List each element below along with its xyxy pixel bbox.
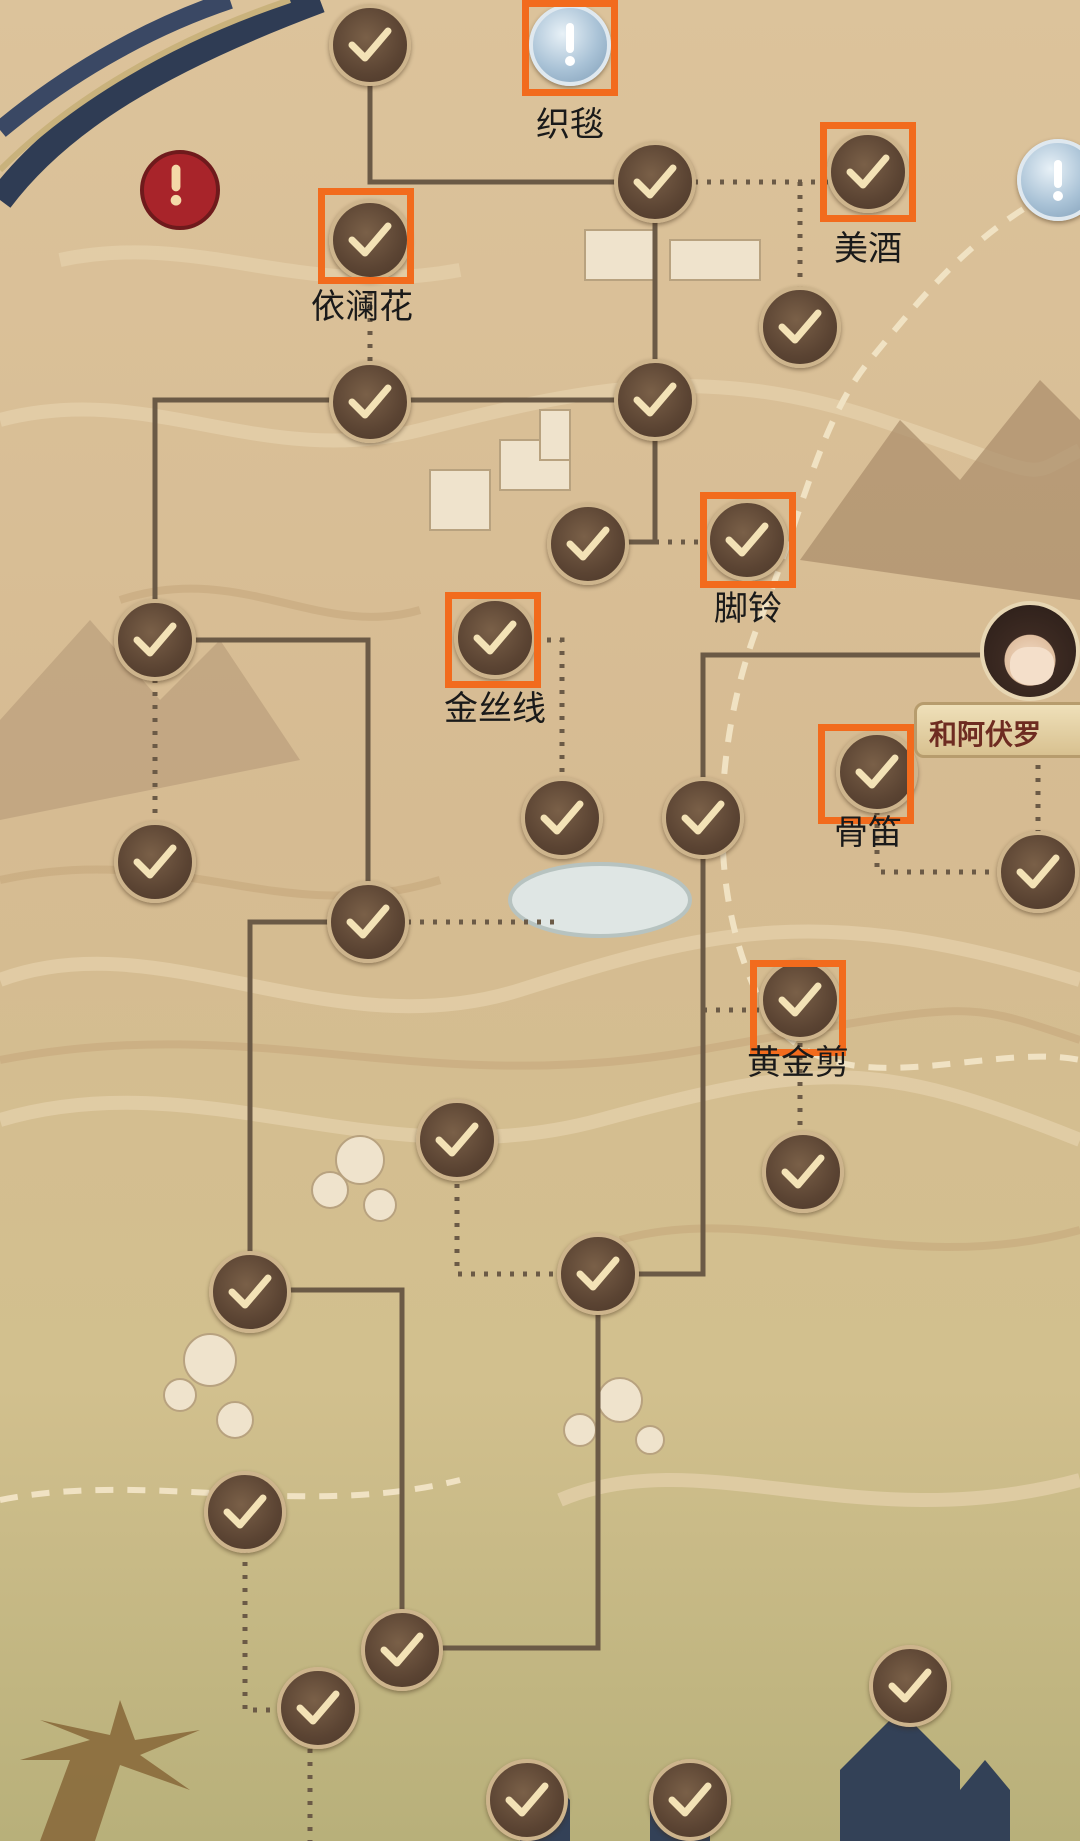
checkmark-icon (540, 800, 584, 835)
checkmark-icon (633, 382, 677, 417)
alert-marker-icon[interactable] (140, 150, 220, 230)
quest-node[interactable] (614, 359, 696, 441)
checkmark-icon (348, 27, 392, 62)
quest-node[interactable] (114, 821, 196, 903)
checkmark-icon (133, 844, 177, 879)
checkmark-icon (668, 1782, 712, 1817)
quest-node-zhitan[interactable] (529, 4, 611, 86)
quest-node-jinsixian[interactable] (454, 597, 536, 679)
checkmark-icon (576, 1256, 620, 1291)
quest-node[interactable] (416, 1099, 498, 1181)
quest-node[interactable] (759, 286, 841, 368)
checkmark-icon (228, 1274, 272, 1309)
exclamation-icon-edge[interactable] (1017, 139, 1080, 221)
quest-node[interactable] (486, 1759, 568, 1841)
quest-node-huangjinjian[interactable] (759, 959, 841, 1041)
quest-node[interactable] (557, 1233, 639, 1315)
quest-node[interactable] (329, 361, 411, 443)
checkmark-icon (888, 1668, 932, 1703)
quest-node[interactable] (114, 599, 196, 681)
quest-node[interactable] (521, 777, 603, 859)
label-jiaoling: 脚铃 (714, 589, 782, 629)
npc-avatar[interactable] (980, 601, 1080, 701)
quest-node[interactable] (209, 1251, 291, 1333)
checkmark-icon (348, 384, 392, 419)
checkmark-icon (435, 1122, 479, 1157)
npc-name-banner[interactable]: 和阿伏罗 (914, 702, 1080, 758)
label-jinsixian: 金丝线 (444, 689, 546, 729)
checkmark-icon (348, 222, 392, 257)
checkmark-icon (725, 522, 769, 557)
quest-node-meijiu[interactable] (827, 131, 909, 213)
checkmark-icon (778, 982, 822, 1017)
quest-node[interactable] (649, 1759, 731, 1841)
checkmark-icon (781, 1154, 825, 1189)
label-zhitan: 织毯 (536, 105, 604, 145)
checkmark-icon (473, 620, 517, 655)
checkmark-icon (566, 526, 610, 561)
label-huangjinjian: 黄金剪 (747, 1043, 849, 1083)
checkmark-icon (346, 904, 390, 939)
checkmark-icon (1016, 854, 1060, 889)
exclamation-icon (565, 23, 575, 66)
label-yilanhua: 依澜花 (311, 287, 413, 327)
quest-node-jiaoling[interactable] (706, 499, 788, 581)
quest-node[interactable] (762, 1131, 844, 1213)
quest-node-gudi[interactable] (836, 731, 918, 813)
quest-node[interactable] (329, 4, 411, 86)
checkmark-icon (778, 309, 822, 344)
quest-node[interactable] (277, 1667, 359, 1749)
quest-node[interactable] (361, 1609, 443, 1691)
quest-node[interactable] (997, 831, 1079, 913)
checkmark-icon (133, 622, 177, 657)
quest-node[interactable] (204, 1471, 286, 1553)
checkmark-icon (855, 754, 899, 789)
checkmark-icon (223, 1494, 267, 1529)
checkmark-icon (296, 1690, 340, 1725)
checkmark-icon (846, 154, 890, 189)
label-gudi: 骨笛 (834, 813, 902, 853)
checkmark-icon (681, 800, 725, 835)
label-meijiu: 美酒 (834, 229, 902, 269)
quest-node[interactable] (614, 141, 696, 223)
checkmark-icon (380, 1632, 424, 1667)
checkmark-icon (505, 1782, 549, 1817)
quest-node-yilanhua[interactable] (329, 199, 411, 281)
quest-node[interactable] (547, 503, 629, 585)
quest-node[interactable] (662, 777, 744, 859)
quest-node[interactable] (327, 881, 409, 963)
quest-node[interactable] (869, 1645, 951, 1727)
checkmark-icon (633, 164, 677, 199)
